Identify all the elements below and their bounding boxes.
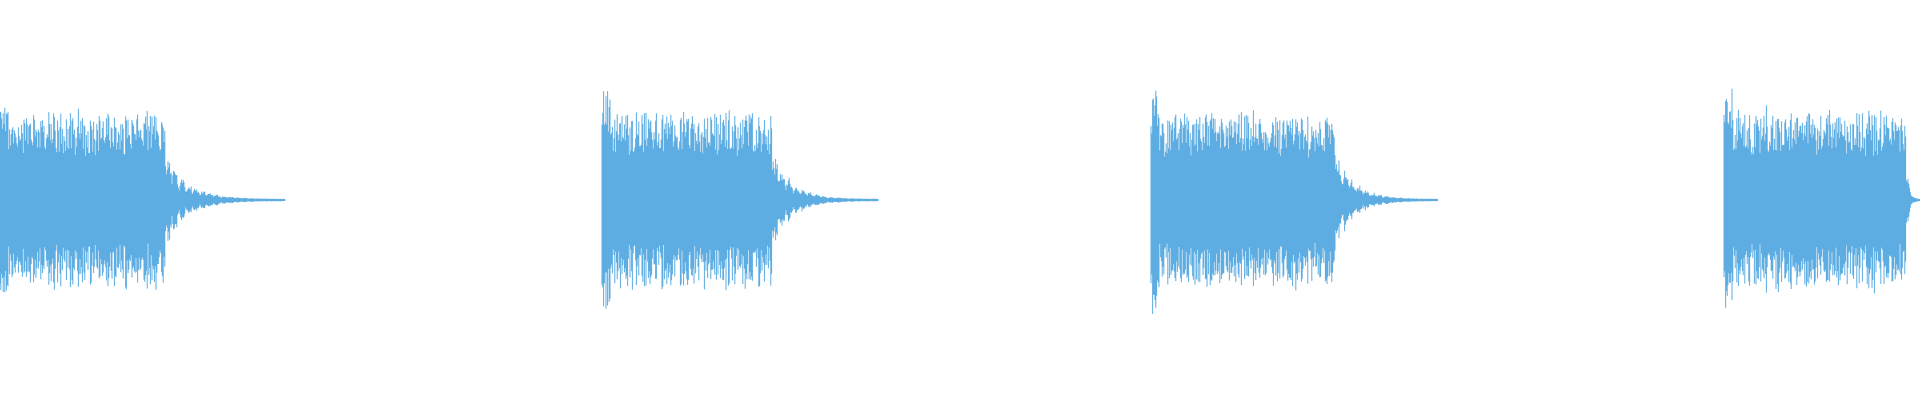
waveform-burst: [0, 107, 286, 293]
waveform-burst-path: [1723, 88, 1920, 308]
waveform-burst: [601, 91, 879, 309]
waveform-burst: [1150, 90, 1438, 314]
waveform-burst: [1723, 88, 1920, 308]
waveform-burst-path: [1150, 90, 1438, 314]
